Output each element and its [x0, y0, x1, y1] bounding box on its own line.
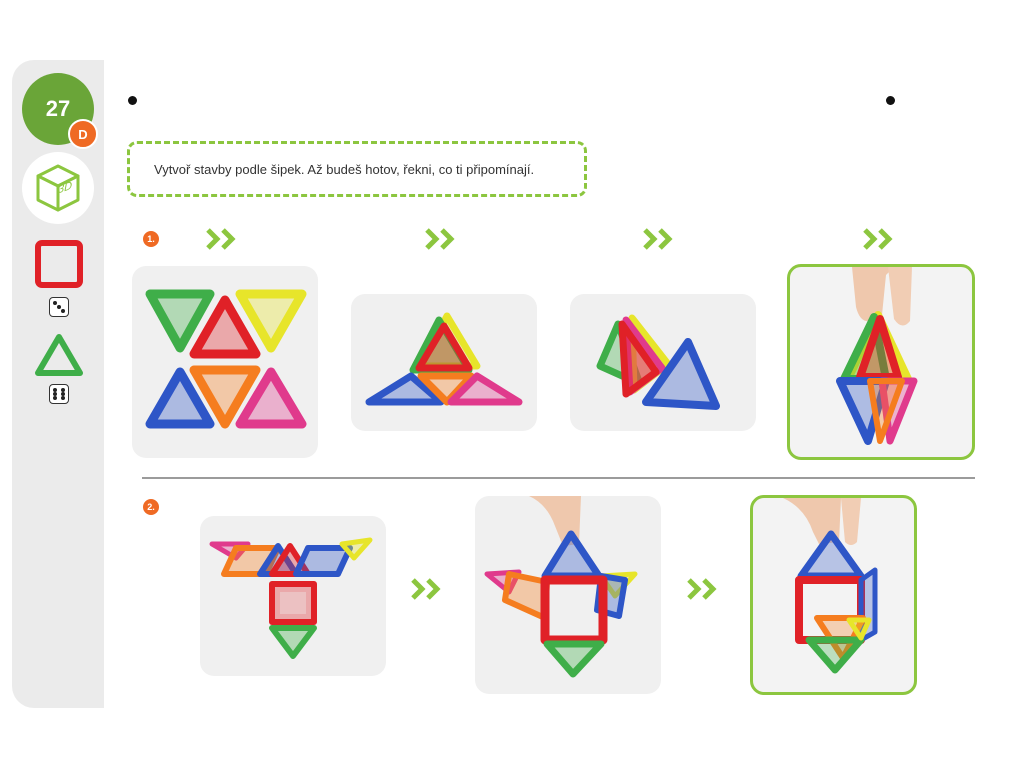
- double-chevron-right-icon: [425, 228, 455, 250]
- photo-hand-holding-bipyramid: [787, 264, 975, 460]
- photo-flat-net-square-triangles: [200, 516, 386, 676]
- double-chevron-right-icon: [411, 578, 441, 600]
- dice-six-icon: [49, 384, 69, 404]
- section-divider: [142, 477, 975, 479]
- level-badge-label: D: [78, 126, 88, 142]
- dice-three-icon: [49, 297, 69, 317]
- photo-hand-holding-built-shape: [750, 495, 917, 695]
- page-number: 27: [45, 96, 71, 121]
- instruction-text: Vytvoř stavby podle šipek. Až budeš hoto…: [154, 161, 535, 177]
- square-piece-icon: [35, 240, 83, 288]
- double-chevron-right-icon: [863, 228, 893, 250]
- double-chevron-right-icon: [206, 228, 236, 250]
- instruction-box: Vytvoř stavby podle šipek. Až budeš hoto…: [127, 141, 587, 197]
- photo-triangles-lifted: [351, 294, 537, 431]
- photo-triangles-folded: [570, 294, 756, 431]
- photo-hand-folding-net: [475, 496, 661, 694]
- photo-six-triangles-flat: [132, 266, 318, 458]
- cube-3d-icon: [36, 164, 80, 212]
- binder-hole-right: [886, 96, 895, 105]
- double-chevron-right-icon: [643, 228, 673, 250]
- cube-3d-badge: [22, 152, 94, 224]
- section-2-number: 2.: [143, 499, 159, 515]
- section-1-number: 1.: [143, 231, 159, 247]
- binder-hole-left: [128, 96, 137, 105]
- double-chevron-right-icon: [687, 578, 717, 600]
- triangle-piece-icon: [34, 333, 84, 377]
- level-badge: D: [68, 119, 98, 149]
